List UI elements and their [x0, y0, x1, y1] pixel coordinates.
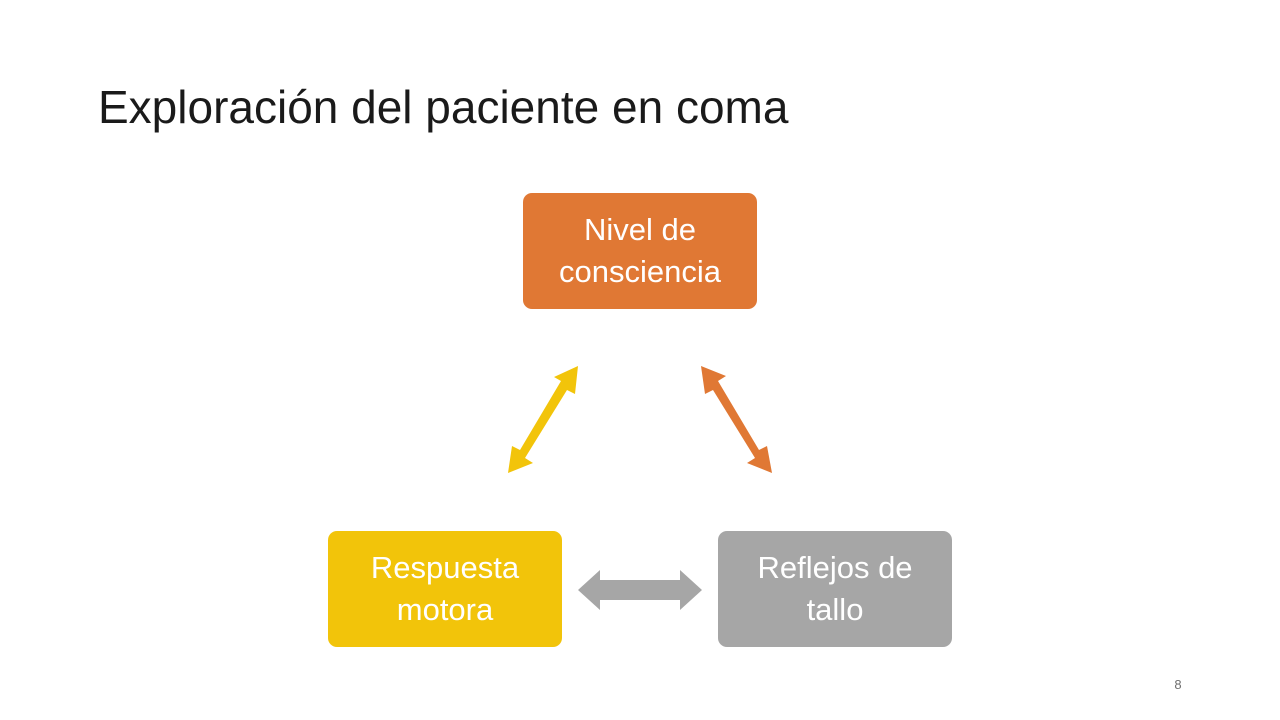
- node-label: Nivel de consciencia: [559, 212, 721, 289]
- node-reflejos-de-tallo: Reflejos de tallo: [718, 531, 952, 647]
- page-number: 8: [1174, 677, 1182, 692]
- node-nivel-de-consciencia: Nivel de consciencia: [523, 193, 757, 309]
- node-respuesta-motora: Respuesta motora: [328, 531, 562, 647]
- node-label: Reflejos de tallo: [757, 550, 913, 627]
- arrow-top-right: [701, 366, 772, 473]
- slide-title: Exploración del paciente en coma: [98, 81, 789, 133]
- arrow-left-right: [578, 570, 702, 610]
- arrow-left-top: [508, 366, 578, 473]
- node-label: Respuesta motora: [370, 550, 520, 627]
